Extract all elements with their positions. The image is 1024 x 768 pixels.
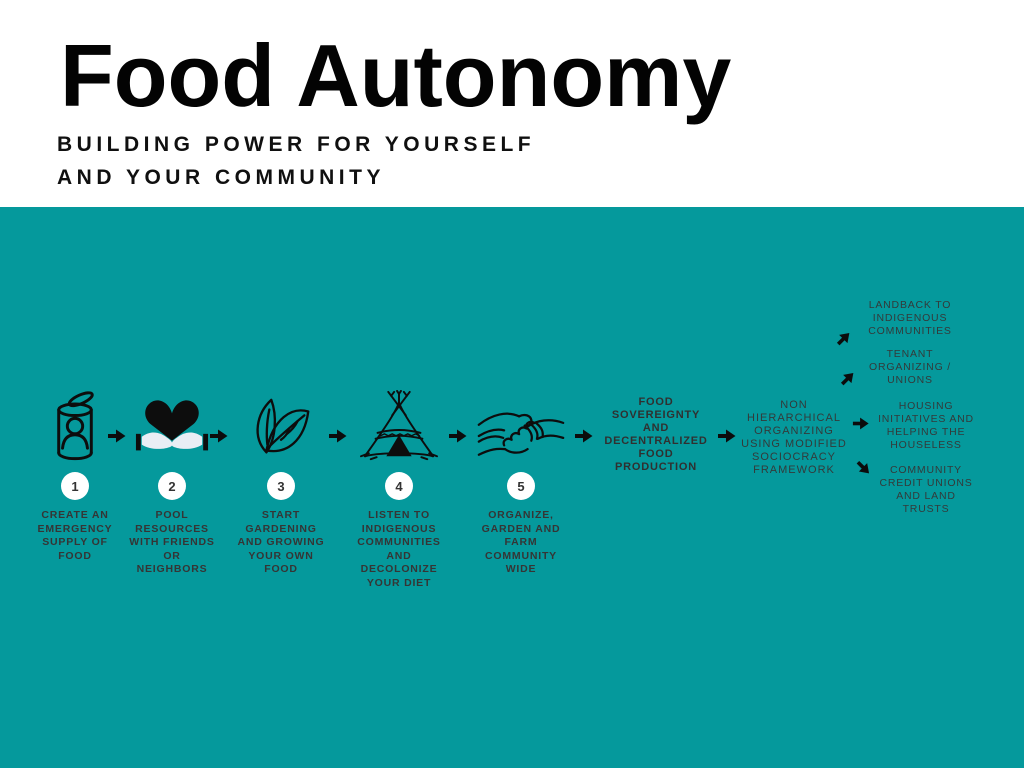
step-4: 4 LISTEN TO INDIGENOUS COMMUNITIES AND D…	[334, 388, 464, 590]
teepee-icon	[356, 388, 442, 466]
branch-arrow-down-right-icon	[851, 456, 876, 481]
handshake-icon	[474, 388, 568, 466]
method-sociocracy: NON HIERARCHICAL ORGANIZING USING MODIFI…	[741, 399, 847, 476]
page-title: Food Autonomy	[60, 26, 732, 125]
step-number-badge: 2	[158, 472, 186, 500]
flow-arrow-icon	[448, 428, 468, 444]
flow-arrow-icon	[107, 428, 127, 444]
page-subtitle: BUILDING POWER FOR YOURSELF AND YOUR COM…	[57, 133, 536, 189]
step-number-badge: 5	[507, 472, 535, 500]
canned-food-icon	[52, 388, 98, 466]
branch-arrow-right-icon	[852, 416, 872, 432]
leaves-icon	[243, 388, 319, 466]
step-2: 2 POOL RESOURCES WITH FRIENDS OR NEIGHBO…	[112, 388, 232, 577]
flow-arrow-icon	[717, 428, 737, 444]
step-label: POOL RESOURCES WITH FRIENDS OR NEIGHBORS	[129, 509, 215, 575]
step-3: 3 START GARDENING AND GROWING YOUR OWN F…	[221, 388, 341, 577]
flow-arrow-icon	[209, 428, 229, 444]
outcome-food-sovereignty: FOOD SOVEREIGNTY AND DECENTRALIZED FOOD …	[604, 396, 708, 473]
heart-in-hands-icon	[135, 388, 209, 466]
flow-arrow-icon	[574, 428, 594, 444]
branch-tenant-organizing: TENANT ORGANIZING / UNIONS	[869, 348, 951, 386]
branch-credit-unions: COMMUNITY CREDIT UNIONS AND LAND TRUSTS	[879, 464, 973, 515]
branch-housing-initiatives: HOUSING INITIATIVES AND HELPING THE HOUS…	[878, 400, 974, 451]
branch-arrow-up-right-icon	[832, 325, 857, 350]
flow-arrow-icon	[328, 428, 348, 444]
step-1: 1 CREATE AN EMERGENCY SUPPLY OF FOOD	[15, 388, 135, 563]
step-label: START GARDENING AND GROWING YOUR OWN FOO…	[237, 509, 325, 575]
step-number-badge: 1	[61, 472, 89, 500]
step-number-badge: 3	[267, 472, 295, 500]
branch-landback: LANDBACK TO INDIGENOUS COMMUNITIES	[868, 299, 952, 337]
step-label: CREATE AN EMERGENCY SUPPLY OF FOOD	[37, 509, 113, 562]
branch-arrow-up-right-icon	[836, 365, 861, 390]
step-label: ORGANIZE, GARDEN AND FARM COMMUNITY WIDE	[481, 509, 561, 575]
step-5: 5 ORGANIZE, GARDEN AND FARM COMMUNITY WI…	[456, 388, 586, 577]
step-label: LISTEN TO INDIGENOUS COMMUNITIES AND DEC…	[357, 509, 441, 589]
step-number-badge: 4	[385, 472, 413, 500]
